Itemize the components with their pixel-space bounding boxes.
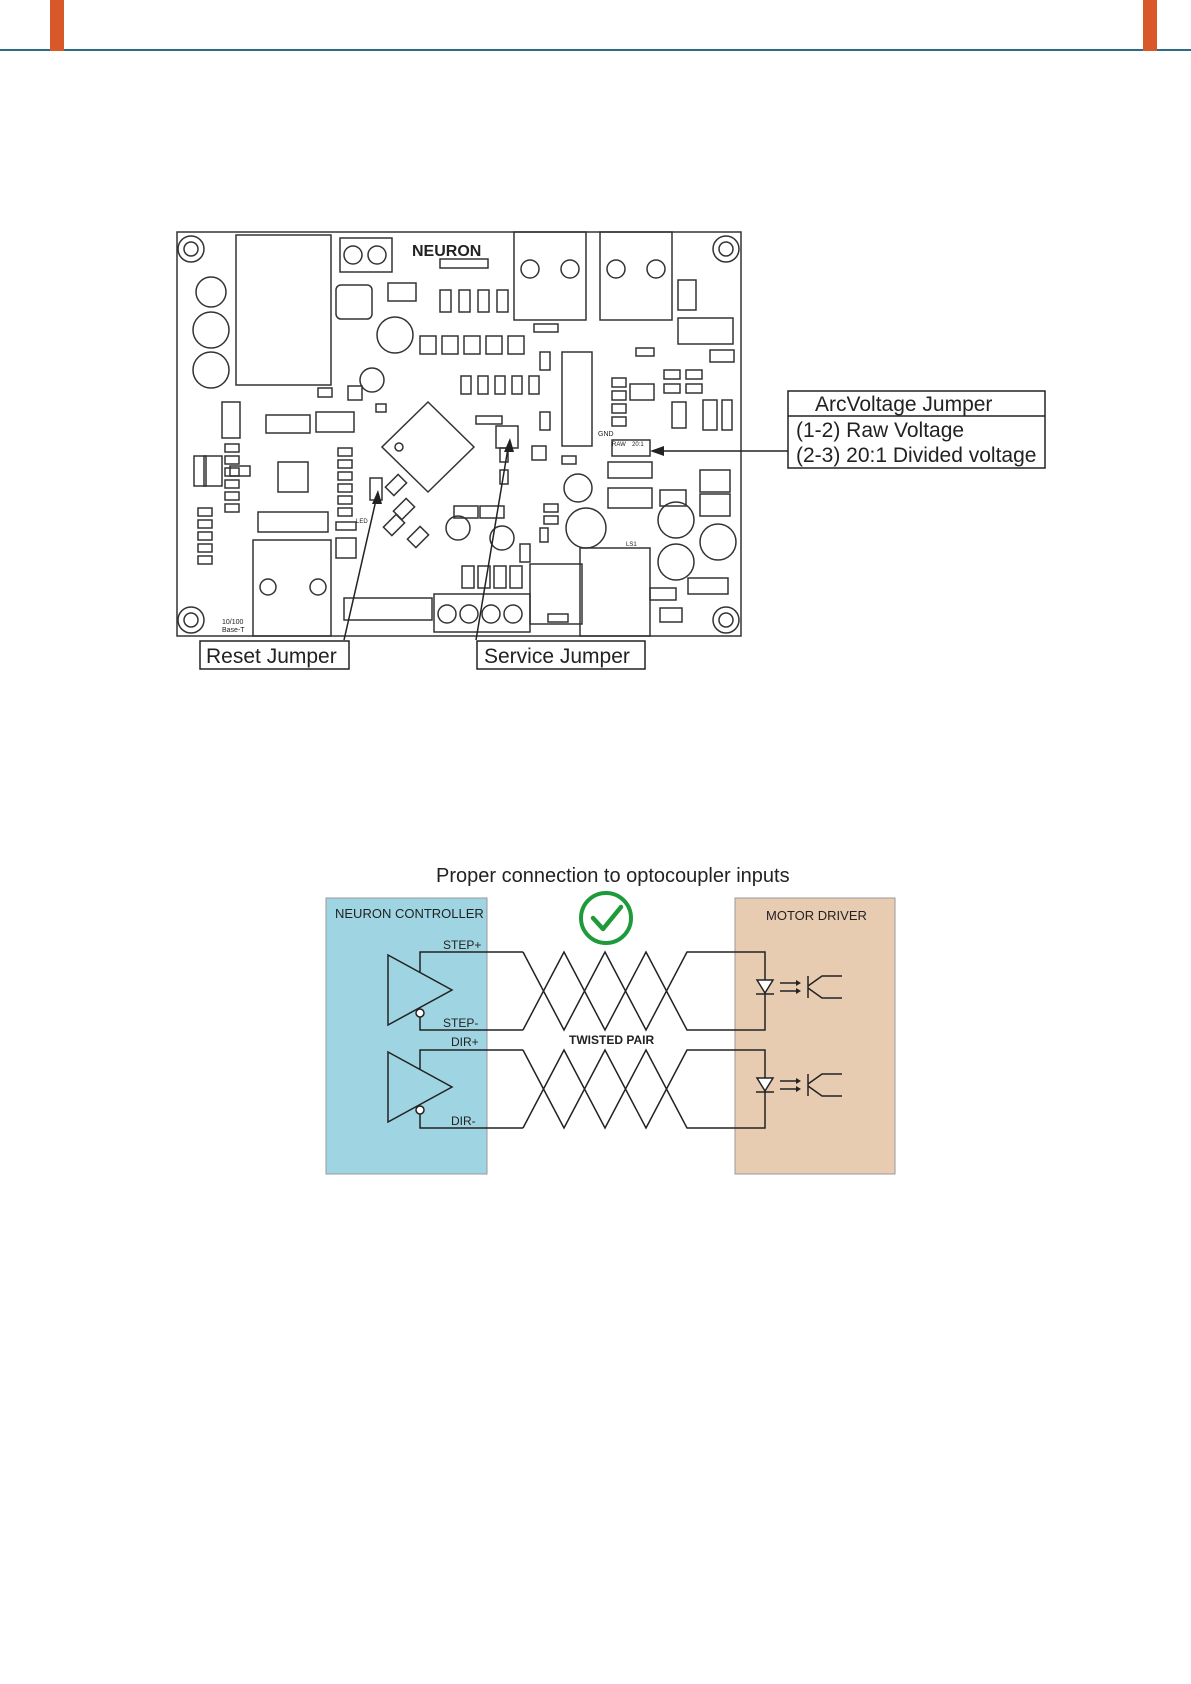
pcb-diagram: NEURON 10/100 Base-T GND RAW 20:1 LED LS… (0, 0, 1191, 700)
check-circle-icon (581, 893, 631, 943)
service-jumper-header (496, 426, 518, 448)
silk-div: 20:1 (632, 442, 644, 448)
silk-logo: NEURON (412, 243, 481, 260)
controller-label: NEURON CONTROLLER (335, 906, 484, 921)
silk-eth-2: Base-T (222, 627, 245, 634)
dir-minus-label: DIR- (451, 1114, 476, 1128)
silk-gnd: GND (598, 431, 614, 438)
silk-ls: LS1 (626, 542, 637, 548)
twisted-pair-label: TWISTED PAIR (569, 1033, 654, 1047)
silk-raw: RAW (612, 442, 626, 448)
cpu-chip (382, 402, 474, 492)
step-plus-label: STEP+ (443, 938, 481, 952)
arc-callout-title: ArcVoltage Jumper (815, 393, 992, 416)
reset-callout-label: Reset Jumper (206, 645, 337, 668)
arc-callout-divided: (2-3) 20:1 Divided voltage (796, 444, 1036, 467)
dir-twisted-pair (523, 1050, 698, 1128)
step-twisted-pair (523, 952, 698, 1030)
driver-label: MOTOR DRIVER (766, 908, 867, 923)
opto-title: Proper connection to optocoupler inputs (436, 865, 790, 887)
service-callout-label: Service Jumper (484, 645, 630, 668)
dir-plus-label: DIR+ (451, 1035, 479, 1049)
driver-box (735, 898, 895, 1174)
opto-diagram: Proper connection to optocoupler inputs … (0, 840, 1191, 1260)
arc-callout-raw: (1-2) Raw Voltage (796, 419, 964, 442)
silk-led: LED (356, 519, 368, 525)
service-callout-arrow (476, 448, 508, 640)
step-minus-label: STEP- (443, 1016, 478, 1030)
silk-eth-1: 10/100 (222, 619, 244, 626)
